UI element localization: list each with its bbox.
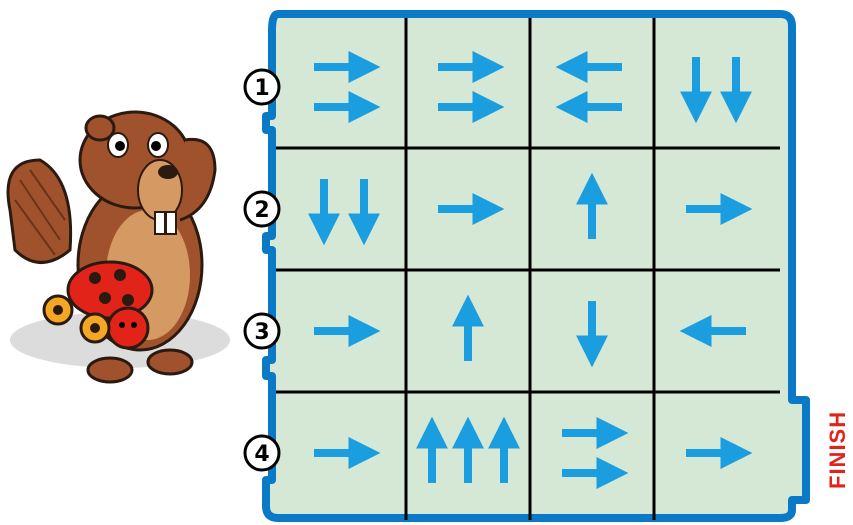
board-frame [266,14,806,518]
row-label-text: 1 [254,76,269,101]
row-label-4: 4 [245,436,279,470]
row-label-text: 3 [254,320,269,345]
row-label-3: 3 [245,314,279,348]
row-label-text: 4 [254,442,269,467]
row-label-1: 1 [245,70,279,104]
row-label-text: 2 [254,198,269,223]
row-label-2: 2 [245,192,279,226]
finish-label: FINISH [818,400,853,500]
